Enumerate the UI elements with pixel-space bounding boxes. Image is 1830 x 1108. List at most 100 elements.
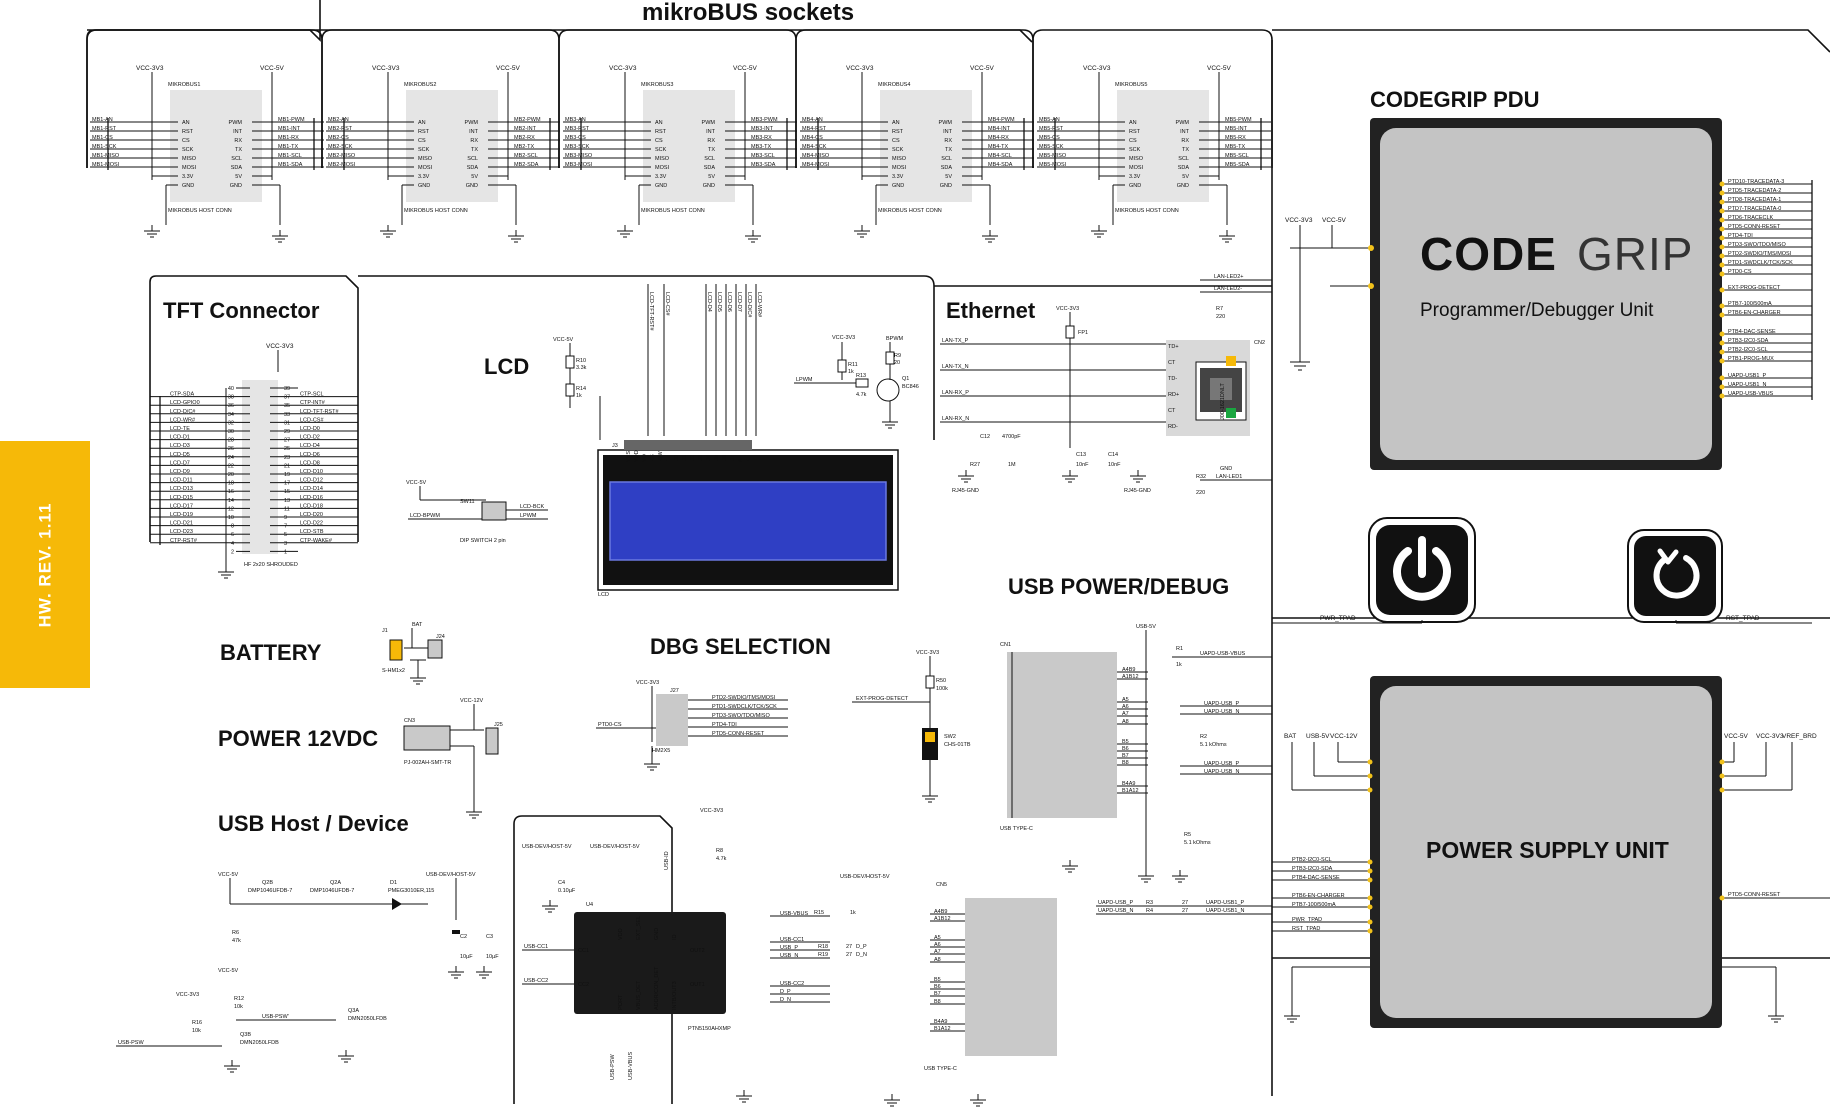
r18v: 27 [846, 944, 852, 950]
pin-dot [1719, 312, 1725, 318]
ground-symbol [1172, 875, 1188, 883]
cg-pin-label: EXT-PROG-DETECT [1728, 285, 1781, 291]
pin-right: INT [469, 129, 479, 135]
u4-pin: INTB/OUT3 [672, 981, 678, 1010]
tft-pin-num: 16 [228, 489, 234, 495]
psu-left-label: PTB7-100/500mA [1292, 902, 1336, 908]
socket-name: MIKROBUS4 [878, 82, 910, 88]
tft-net-left: LCD-D13 [170, 486, 193, 492]
cn5-pin: B1A12 [934, 1026, 951, 1032]
net-right: MB2-INT [514, 126, 537, 132]
pin-left: SCK [1129, 147, 1141, 153]
net-left: MB3-RST [565, 126, 590, 132]
pin-right: SDA [231, 165, 243, 171]
tft-net-right: LCD-D8 [300, 460, 320, 466]
socket-body [170, 90, 262, 202]
u4-psw: USB-PSW [610, 1054, 616, 1080]
j25: J25 [494, 722, 503, 728]
pin-dot [1719, 384, 1725, 390]
net-right: MB4-INT [988, 126, 1011, 132]
psu-title: POWER SUPPLY UNIT [1426, 837, 1669, 863]
tft-pin-num: 1 [284, 549, 287, 555]
tft-net-right: CTP-INT# [300, 400, 326, 406]
cc1: USB-CC1 [524, 944, 548, 950]
rail-vcc33: VCC-3V3 [609, 65, 637, 72]
dip-rail: VCC-5V [406, 480, 427, 486]
r9: R9 [894, 353, 901, 359]
psu-top-left-label: USB-5V [1306, 733, 1330, 740]
pin-right: GND [466, 183, 478, 189]
tft-net-right: LCD-D0 [300, 426, 320, 432]
r13: R13 [856, 373, 866, 379]
tft-net-left: LCD-WR# [170, 417, 196, 423]
cn2: CN2 [1254, 340, 1265, 346]
tft-pin-num: 40 [228, 386, 234, 392]
fp1: FP1 [1078, 330, 1088, 336]
tft-net-left: LCD-GPIO0 [170, 400, 200, 406]
lcd-net: LCD-D4 [706, 292, 712, 312]
pin-left: SCK [418, 147, 430, 153]
pin-right: TX [235, 147, 242, 153]
cg-pin-label: PTD5-CONN-RESET [1728, 224, 1781, 230]
sw2: SW2 [944, 734, 956, 740]
tft-net-right: LCD-D2 [300, 435, 320, 441]
socket-name: MIKROBUS5 [1115, 82, 1147, 88]
tft-pin-num: 9 [284, 515, 287, 521]
u4-pin: ID [672, 934, 678, 940]
net-left: MB2-MOSI [328, 162, 356, 168]
cn5-net: USB-CC1 [780, 937, 804, 943]
cg-vcc33-label: VCC-3V3 [1285, 217, 1313, 224]
tft-pin-num: 30 [228, 429, 234, 435]
cg-pin-label: PTD8-TRACEDATA-1 [1728, 197, 1781, 203]
usbdbg-rail: USB-5V [1136, 624, 1156, 630]
pin-right: INT [233, 129, 243, 135]
pin-dot [1367, 773, 1373, 779]
pin-right: 5V [1182, 174, 1189, 180]
rj45gnd: RJ45-GND [952, 488, 979, 494]
u4-pin: OUT1 [690, 982, 705, 988]
pin-dot [1719, 235, 1725, 241]
pin-right: RX [707, 138, 715, 144]
cn5-vbus: USB-DEV/HOST-5V [840, 874, 890, 880]
cn5-dn: D_N [856, 952, 867, 958]
eth-pin: TD+ [1168, 344, 1179, 350]
usbdbg-pin: A5 [1122, 697, 1129, 703]
d1: D1 [390, 880, 397, 886]
net-right: MB2-RX [514, 135, 535, 141]
pin-right: RX [234, 138, 242, 144]
cn5-pin: B8 [934, 999, 941, 1005]
pin-left: SCK [182, 147, 194, 153]
d1v: PMEG3010ER,115 [388, 888, 434, 894]
tft-net-left: LCD-D23 [170, 529, 193, 535]
usbdbg-pin: A8 [1122, 719, 1129, 725]
tft-pin-num: 12 [228, 506, 234, 512]
codegrip-pdu-title: CODEGRIP PDU [1370, 87, 1540, 112]
q2b: Q2B [262, 880, 273, 886]
bpwm: BPWM [886, 336, 904, 342]
pin-right: INT [1180, 129, 1190, 135]
power-button[interactable] [1368, 517, 1476, 623]
dbg-ptd0: PTD0-CS [598, 722, 622, 728]
r8v: 4.7k [716, 856, 727, 862]
pin-left: SCK [655, 147, 667, 153]
q2bv: DMP1046UFDB-7 [248, 888, 292, 894]
cg-pin-label: PTD3-SWO/TDO/MISO [1728, 242, 1786, 248]
tft-net-right: LCD-CS# [300, 417, 324, 423]
ferrite [1065, 325, 1075, 339]
pin-right: PWM [702, 120, 716, 126]
usbdbg-net: UAPD-USB_P [1204, 701, 1239, 707]
reset-button[interactable] [1627, 529, 1723, 623]
r12v: 10k [234, 1004, 243, 1010]
u4-vbus-bottom: USB-VBUS [628, 1052, 634, 1080]
tft-pin-num: 13 [284, 498, 290, 504]
tft-net-left: CTP-SDA [170, 392, 194, 398]
pin-left: MOSI [892, 165, 907, 171]
pin-left: GND [418, 183, 430, 189]
tft-pin-num: 27 [284, 438, 290, 444]
tft-connector: VCC-3V3403836343230282624222018161412108… [150, 343, 358, 579]
cn5-pin: A1B12 [934, 916, 951, 922]
pin-right: SCL [467, 156, 478, 162]
r6: R6 [232, 930, 239, 936]
lcd-net: LCD-WR# [756, 292, 762, 318]
net-right: MB1-SCL [278, 153, 302, 159]
